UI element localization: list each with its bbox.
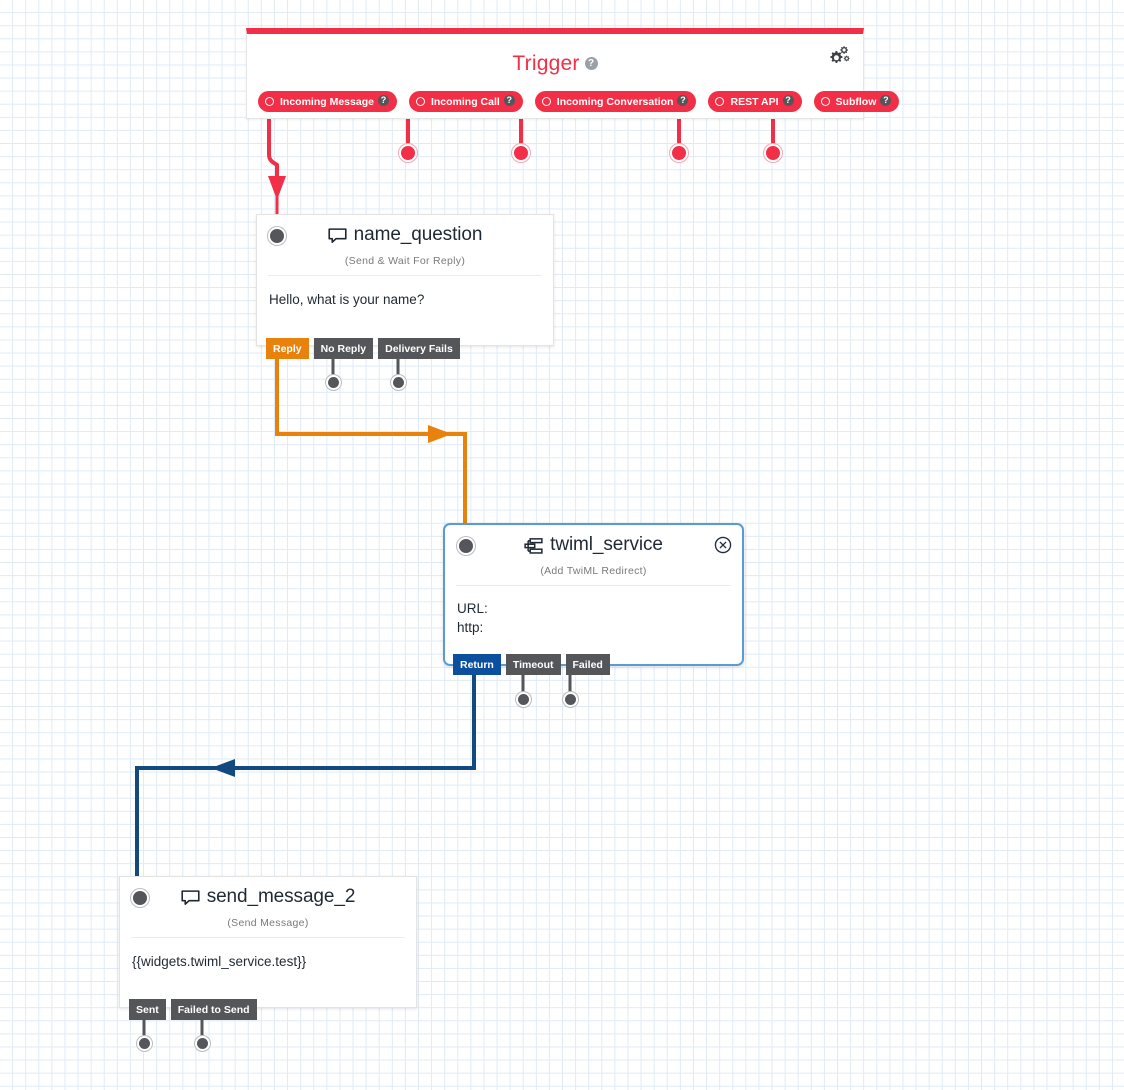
transitions-name-question: Reply No Reply Delivery Fails xyxy=(266,338,465,359)
help-icon[interactable]: ? xyxy=(584,56,598,70)
exit-dot-no-reply[interactable] xyxy=(326,375,341,390)
connection-return-to-send-message[interactable] xyxy=(135,675,476,884)
transition-chip-delivery-fails[interactable]: Delivery Fails xyxy=(378,338,460,359)
help-icon[interactable]: ? xyxy=(782,95,794,106)
radio-circle-icon xyxy=(415,97,425,106)
widget-twiml-service[interactable]: twiml_service (Add TwiML Redirect) URL: … xyxy=(443,523,744,666)
help-icon[interactable]: ? xyxy=(677,95,689,106)
widget-name-question[interactable]: name_question (Send & Wait For Reply) He… xyxy=(256,214,554,346)
exit-dot-timeout[interactable] xyxy=(516,692,531,707)
transition-chip-failed[interactable]: Failed xyxy=(565,654,610,675)
transitions-send-message-2: Sent Failed to Send xyxy=(129,999,262,1020)
radio-circle-icon xyxy=(541,97,551,106)
widget-entry-dot[interactable] xyxy=(457,537,475,555)
widget-entry-dot[interactable] xyxy=(131,889,149,907)
trigger-pill-label: REST API xyxy=(730,95,779,108)
transition-chip-no-reply[interactable]: No Reply xyxy=(313,338,374,359)
trigger-pill-incoming-call[interactable]: Incoming Call ? xyxy=(408,91,523,112)
radio-circle-icon xyxy=(715,97,725,106)
radio-circle-icon xyxy=(820,97,830,106)
twiml-url-label: URL: xyxy=(457,601,488,616)
transitions-twiml-service: Return Timeout Failed xyxy=(453,654,615,675)
trigger-pill-label: Incoming Conversation xyxy=(556,95,674,108)
divider xyxy=(268,275,542,276)
widget-title: twiml_service xyxy=(550,534,663,555)
widget-subtitle: (Add TwiML Redirect) xyxy=(540,565,647,577)
trigger-pill-list: Incoming Message ? Incoming Call ? Incom… xyxy=(258,91,900,112)
divider xyxy=(456,585,731,586)
widget-entry-dot[interactable] xyxy=(268,227,286,245)
exit-dot-sent[interactable] xyxy=(137,1036,152,1051)
page-title: Trigger xyxy=(512,52,580,75)
widget-body-text: URL: http: xyxy=(445,586,742,637)
radio-circle-icon xyxy=(265,97,274,106)
exit-dot-delivery-fails[interactable] xyxy=(391,375,406,390)
divider xyxy=(131,937,405,938)
transition-chip-sent[interactable]: Sent xyxy=(129,999,166,1020)
help-icon[interactable]: ? xyxy=(503,95,515,106)
trigger-stub-rest-api xyxy=(669,119,689,163)
widget-title: name_question xyxy=(353,224,483,245)
widget-subtitle: (Send & Wait For Reply) xyxy=(344,255,466,267)
gears-icon[interactable] xyxy=(825,44,851,70)
trigger-pill-label: Subflow xyxy=(835,95,877,108)
trigger-card[interactable]: Trigger? Incoming Message ? Incoming Cal… xyxy=(246,28,900,119)
trigger-pill-rest-api[interactable]: REST API ? xyxy=(708,91,802,112)
widget-send-message-2[interactable]: send_message_2 (Send Message) {{widgets.… xyxy=(119,876,417,1008)
trigger-pill-label: Incoming Message xyxy=(280,95,374,108)
trigger-title-row: Trigger? xyxy=(247,52,863,76)
trigger-stub-incoming-call xyxy=(398,119,418,163)
transition-chip-failed-to-send[interactable]: Failed to Send xyxy=(170,999,257,1020)
trigger-pill-incoming-message[interactable]: Incoming Message ? xyxy=(258,91,397,112)
twiml-redirect-icon xyxy=(524,538,543,554)
widget-header: send_message_2 xyxy=(120,877,416,917)
transition-chip-reply[interactable]: Reply xyxy=(266,338,309,359)
trigger-stub-subflow xyxy=(763,119,783,163)
widget-body-text: {{widgets.twiml_service.test}} xyxy=(132,954,307,969)
widget-title: send_message_2 xyxy=(206,886,356,907)
connection-trigger-to-name-question[interactable] xyxy=(267,119,286,222)
trigger-pill-label: Incoming Call xyxy=(430,95,500,108)
widget-subtitle: (Send Message) xyxy=(227,917,309,929)
transition-chip-return[interactable]: Return xyxy=(453,654,501,675)
help-icon[interactable]: ? xyxy=(377,95,389,106)
widget-header: twiml_service xyxy=(445,525,742,565)
twiml-url-value: http: xyxy=(457,620,484,635)
trigger-stub-incoming-conversation xyxy=(511,119,531,163)
help-icon[interactable]: ? xyxy=(880,95,892,106)
widget-body-text: Hello, what is your name? xyxy=(269,292,425,307)
close-circle-icon[interactable] xyxy=(714,536,732,554)
chat-bubble-icon xyxy=(181,890,200,905)
exit-dot-failed[interactable] xyxy=(563,692,578,707)
transition-chip-timeout[interactable]: Timeout xyxy=(505,654,561,675)
trigger-pill-subflow[interactable]: Subflow ? xyxy=(813,91,900,112)
widget-header: name_question xyxy=(257,215,553,255)
connection-reply-to-twiml-service[interactable] xyxy=(275,359,467,530)
chat-bubble-icon xyxy=(328,228,347,243)
trigger-pill-incoming-conversation[interactable]: Incoming Conversation ? xyxy=(534,91,697,112)
exit-dot-failed-to-send[interactable] xyxy=(195,1036,210,1051)
